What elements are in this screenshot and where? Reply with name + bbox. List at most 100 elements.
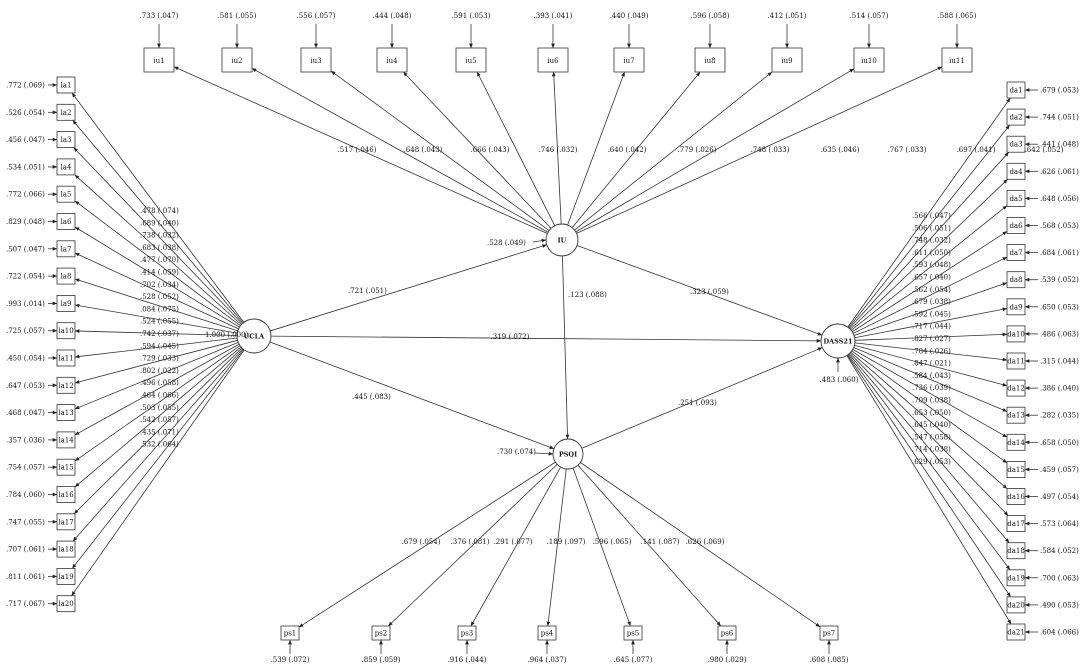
loading-label: .189 (.097) — [547, 538, 586, 546]
error-variance: .648 (.056) — [1040, 195, 1079, 203]
indicator-label: da9 — [1009, 303, 1022, 311]
loading-line — [854, 332, 1008, 341]
loading-label: .653 (.050) — [912, 409, 951, 417]
indicator-label: da17 — [1007, 520, 1025, 528]
indicator-box — [1006, 542, 1026, 560]
indicator-label: da13 — [1007, 412, 1025, 420]
latent-node — [236, 318, 272, 354]
indicator-label: da4 — [1009, 168, 1023, 176]
loading-line — [551, 71, 562, 225]
loading-label: .648 (.043) — [404, 146, 443, 154]
indicator-box — [537, 625, 557, 641]
loading-label: .566 (.047) — [912, 212, 951, 220]
indicator-label: da18 — [1007, 547, 1025, 555]
structural-path — [269, 341, 555, 450]
indicator-label: iu7 — [623, 57, 634, 65]
loading-line — [74, 200, 241, 327]
indicator-box — [941, 47, 973, 73]
indicator-label: da14 — [1007, 439, 1025, 447]
loading-label: .477 (.070) — [140, 256, 179, 264]
labels: .721 (.051).445 (.083).319 (.072).123 (.… — [6, 12, 1079, 664]
error-variance: .357 (.036) — [6, 436, 45, 444]
latent-node — [545, 223, 579, 257]
indicator-label: iu10 — [861, 57, 877, 65]
error-variance: .993 (.014) — [6, 300, 45, 308]
error-variance: .859 (.059) — [362, 656, 401, 664]
error-variance: .733 (.047) — [140, 12, 179, 20]
error-variance: .596 (.058) — [691, 12, 730, 20]
loading-label: .376 (.081) — [451, 538, 490, 546]
loading-label: .464 (.066) — [140, 392, 179, 400]
loading-label: .503 (.055) — [140, 404, 179, 412]
loading-label: .697 (.041) — [957, 146, 996, 154]
loading-label: .717 (.044) — [912, 323, 951, 331]
error-variance: .604 (.066) — [1040, 629, 1079, 637]
loading-line — [388, 464, 558, 627]
error-variance: .514 (.057) — [850, 12, 889, 20]
loading-line — [571, 71, 701, 228]
indicator-label: iu4 — [386, 57, 398, 65]
loading-label: .635 (.046) — [821, 146, 860, 154]
loading-label: .478 (.074) — [140, 207, 179, 215]
error-variance: .386 (.040) — [1040, 385, 1079, 393]
error-variance: .468 (.047) — [6, 409, 45, 417]
loading-line — [74, 329, 238, 336]
loading-label: .702 (.034) — [140, 281, 179, 289]
structural-path — [270, 335, 822, 343]
indicator-box — [1006, 162, 1026, 180]
indicator-label: ps5 — [627, 630, 640, 638]
loading-line — [403, 71, 552, 229]
loading-line — [72, 120, 244, 324]
indicator-label: iu1 — [153, 57, 164, 65]
loading-line — [574, 71, 773, 231]
loading-line — [251, 67, 549, 233]
indicator-label: iu8 — [704, 57, 715, 65]
indicator-box — [455, 47, 487, 73]
indicator-box — [221, 47, 253, 73]
loading-line — [850, 351, 1008, 489]
indicator-box — [56, 486, 76, 503]
indicator-box — [56, 540, 76, 558]
indicator-box — [56, 513, 76, 531]
latent-label: DASS21 — [824, 338, 853, 346]
loading-line — [470, 466, 561, 627]
indicator-box — [56, 431, 76, 449]
error-variance: .772 (.069) — [6, 82, 45, 90]
error-variance: .459 (.057) — [1040, 466, 1079, 474]
loading-line — [71, 92, 245, 323]
loading-line — [853, 282, 1008, 336]
indicator-label: da1 — [1009, 87, 1022, 95]
loading-label: .542 (.057) — [140, 416, 179, 424]
error-variance: .393 (.041) — [534, 12, 573, 20]
error-variance: .573 (.064) — [1040, 520, 1079, 528]
indicator-box — [613, 47, 645, 73]
error-variance: .608 (.085) — [810, 656, 849, 664]
structural-path — [270, 244, 547, 332]
loading-line — [74, 342, 239, 410]
loading-label: .626 (.069) — [686, 538, 725, 546]
indicator-label: da19 — [1007, 574, 1025, 582]
error-variance: .747 (.055) — [6, 518, 45, 526]
structural-path — [581, 347, 823, 449]
loading-label: .657 (.040) — [912, 274, 951, 282]
indicator-label: ps4 — [541, 630, 554, 638]
indicator-box — [1006, 569, 1026, 587]
loading-line — [546, 468, 567, 627]
loading-label: .709 (.038) — [912, 397, 951, 405]
indicator-box — [1006, 298, 1026, 316]
indicator-label: la13 — [58, 409, 73, 417]
loading-line — [72, 348, 244, 542]
error-variance: .722 (.054) — [6, 273, 45, 281]
error-variance: .980 (.029) — [708, 656, 747, 664]
indicator-box — [1006, 488, 1026, 505]
loading-line — [74, 343, 240, 436]
loading-line — [173, 66, 548, 234]
indicator-label: la7 — [61, 245, 72, 253]
loading-label: .594 (.045) — [140, 342, 179, 350]
indicator-label: la9 — [61, 300, 72, 308]
loading-line — [854, 344, 1008, 387]
loading-line — [577, 464, 722, 627]
error-variance: .584 (.052) — [1040, 547, 1079, 555]
indicator-label: ps2 — [375, 630, 388, 638]
